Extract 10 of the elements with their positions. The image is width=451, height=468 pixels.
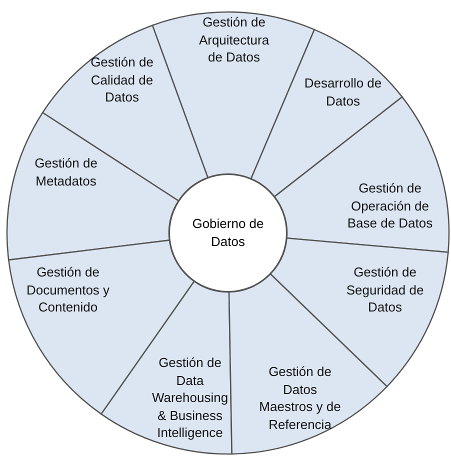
segment-label: Gestión de Seguridad de Datos [345, 264, 425, 316]
segment-label: Gestión de Operación de Base de Datos [340, 180, 440, 232]
center-label: Gobierno de Datos [191, 215, 265, 251]
segment-label: Gestión de Arquitectura de Datos [192, 14, 276, 66]
segment-label: Desarrollo de Datos [301, 74, 385, 110]
segment-label: Gestión de Documentos y Contenido [13, 264, 123, 316]
segment-label: Gestión de Calidad de Datos [84, 54, 160, 106]
segment-label: Gestión de Datos Maestros y de Referencia [256, 362, 344, 434]
segment-label: Gestión de Metadatos [16, 154, 116, 190]
segment-label: Gestión de Data Warehousing & Business Intelligence [149, 354, 231, 442]
